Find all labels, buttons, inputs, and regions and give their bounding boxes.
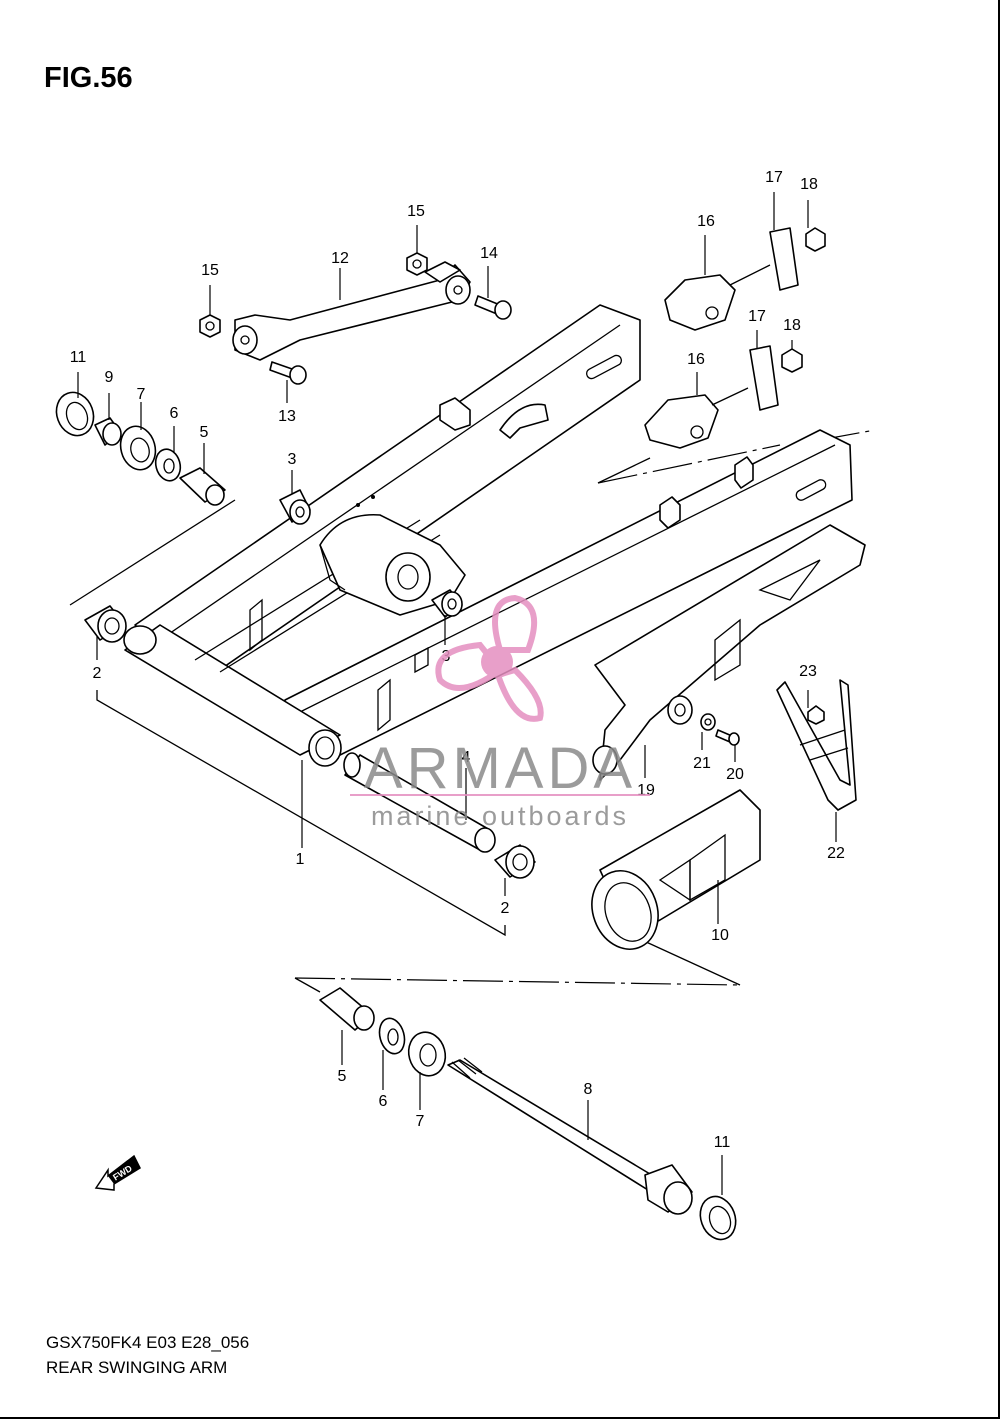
left-side-stack [55,391,226,506]
callout-18: 18 [783,317,801,334]
watermark-propeller-logo [435,594,544,722]
fwd-arrow-icon: FWD [94,1154,141,1191]
chain-buffer [591,789,761,950]
callout-9: 9 [105,369,114,386]
callout-17: 17 [765,169,783,186]
callout-13: 13 [278,408,296,425]
callout-3: 3 [288,451,297,468]
callout-10: 10 [711,927,729,944]
callout-19: 19 [637,782,655,799]
chain-guard [592,524,866,781]
bolt-13 [269,361,307,385]
figure-title: FIG.56 [44,62,133,94]
bearing-2 [84,605,536,879]
callout-8: 8 [584,1081,593,1098]
watermark: ARMADA marine outboards [350,594,650,831]
callout-15: 15 [407,203,425,220]
callout-23: 23 [799,663,817,680]
callout-leaders [77,192,837,1195]
callout-6: 6 [379,1093,388,1110]
diagram-name: REAR SWINGING ARM [46,1358,228,1377]
bushing-3 [279,489,463,618]
callout-21: 21 [693,755,711,772]
callout-12: 12 [331,250,349,267]
watermark-brand: ARMADA [364,736,636,801]
pivot-shaft-8 [447,1057,693,1215]
callout-22: 22 [827,845,845,862]
callout-2: 2 [93,665,102,682]
torque-link [232,261,471,361]
callout-1: 1 [296,851,305,868]
callout-15: 15 [201,262,219,279]
callout-7: 7 [416,1113,425,1130]
callout-11: 11 [70,349,87,366]
chain-adjuster-upper [664,227,826,331]
spacer-4 [343,752,496,853]
callout-5: 5 [338,1068,347,1085]
callout-17: 17 [748,308,766,325]
model-code: GSX750FK4 E03 E28_056 [46,1333,250,1352]
callout-6: 6 [170,405,179,422]
callout-16: 16 [687,351,705,368]
swing-arm [123,304,853,767]
screw-washer [700,713,740,746]
callout-20: 20 [726,766,744,783]
callout-7: 7 [137,386,146,403]
bracket-22 [776,679,857,811]
callout-5: 5 [200,424,209,441]
watermark-tagline: marine outboards [371,801,629,831]
bolt-14 [474,295,512,320]
nut-15 [199,252,428,338]
chain-adjuster-lower [644,345,803,449]
nut-11-lower [699,1195,737,1241]
callout-2: 2 [501,900,510,917]
callout-4: 4 [462,749,471,766]
callout-14: 14 [480,245,498,262]
callout-16: 16 [697,213,715,230]
right-side-stack [319,987,447,1077]
callout-numbers: 1 2 2 3 3 4 5 5 6 6 7 7 8 9 10 11 11 12 … [70,169,845,1151]
callout-11: 11 [714,1134,731,1151]
callout-18: 18 [800,176,818,193]
